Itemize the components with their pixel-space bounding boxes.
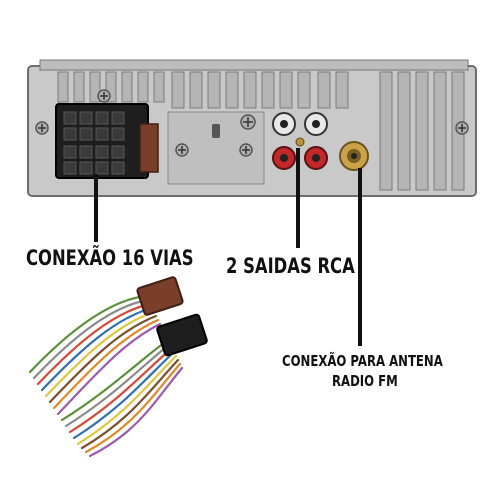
screw-icon [35, 89, 469, 157]
label-antenna-line2: RADIO FM [332, 372, 398, 390]
label-connector-16-vias: CONEXÃO 16 VIAS [26, 246, 194, 270]
harness-plug-brown [136, 276, 184, 316]
connector-16-pin-socket [55, 103, 159, 179]
antenna-jack [339, 141, 369, 171]
label-antenna-line1: CONEXÃO PARA ANTENA [282, 352, 443, 370]
label-rca-outputs: 2 SAIDAS RCA [226, 254, 355, 278]
rca-outputs [272, 112, 328, 170]
wiring-harness [28, 276, 208, 458]
pointer-lines [94, 148, 362, 346]
harness-plug-black [156, 313, 208, 357]
